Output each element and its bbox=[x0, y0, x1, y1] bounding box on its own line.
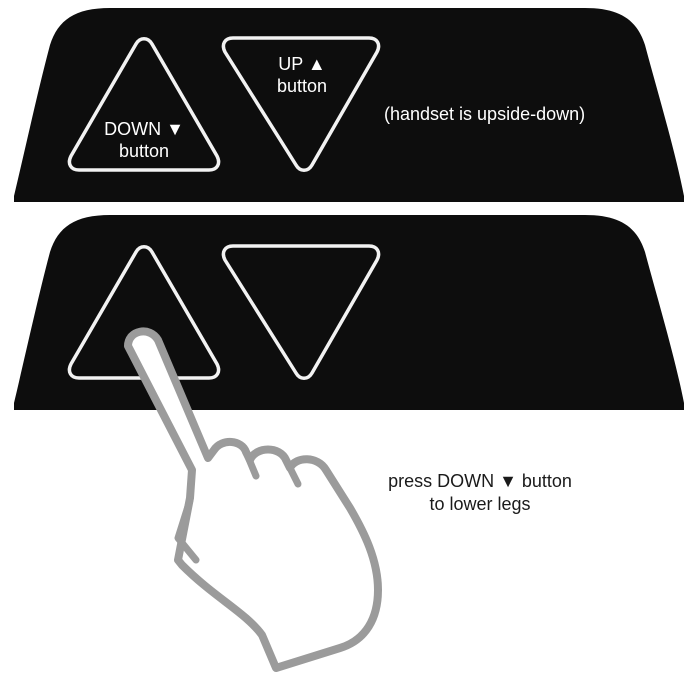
up-button-label: UP ▲ button bbox=[242, 53, 362, 97]
instruction-line2: to lower legs bbox=[360, 493, 600, 516]
down-button-label-line2: button bbox=[84, 140, 204, 162]
up-button-label-line1: UP ▲ bbox=[242, 53, 362, 75]
up-button-label-line2: button bbox=[242, 75, 362, 97]
down-button-label-line1: DOWN ▼ bbox=[84, 118, 204, 140]
instruction-line1: press DOWN ▼ button bbox=[360, 470, 600, 493]
instruction-text: press DOWN ▼ button to lower legs bbox=[360, 470, 600, 516]
down-button-label: DOWN ▼ button bbox=[84, 118, 204, 162]
handset-orientation-note: (handset is upside-down) bbox=[384, 103, 636, 125]
